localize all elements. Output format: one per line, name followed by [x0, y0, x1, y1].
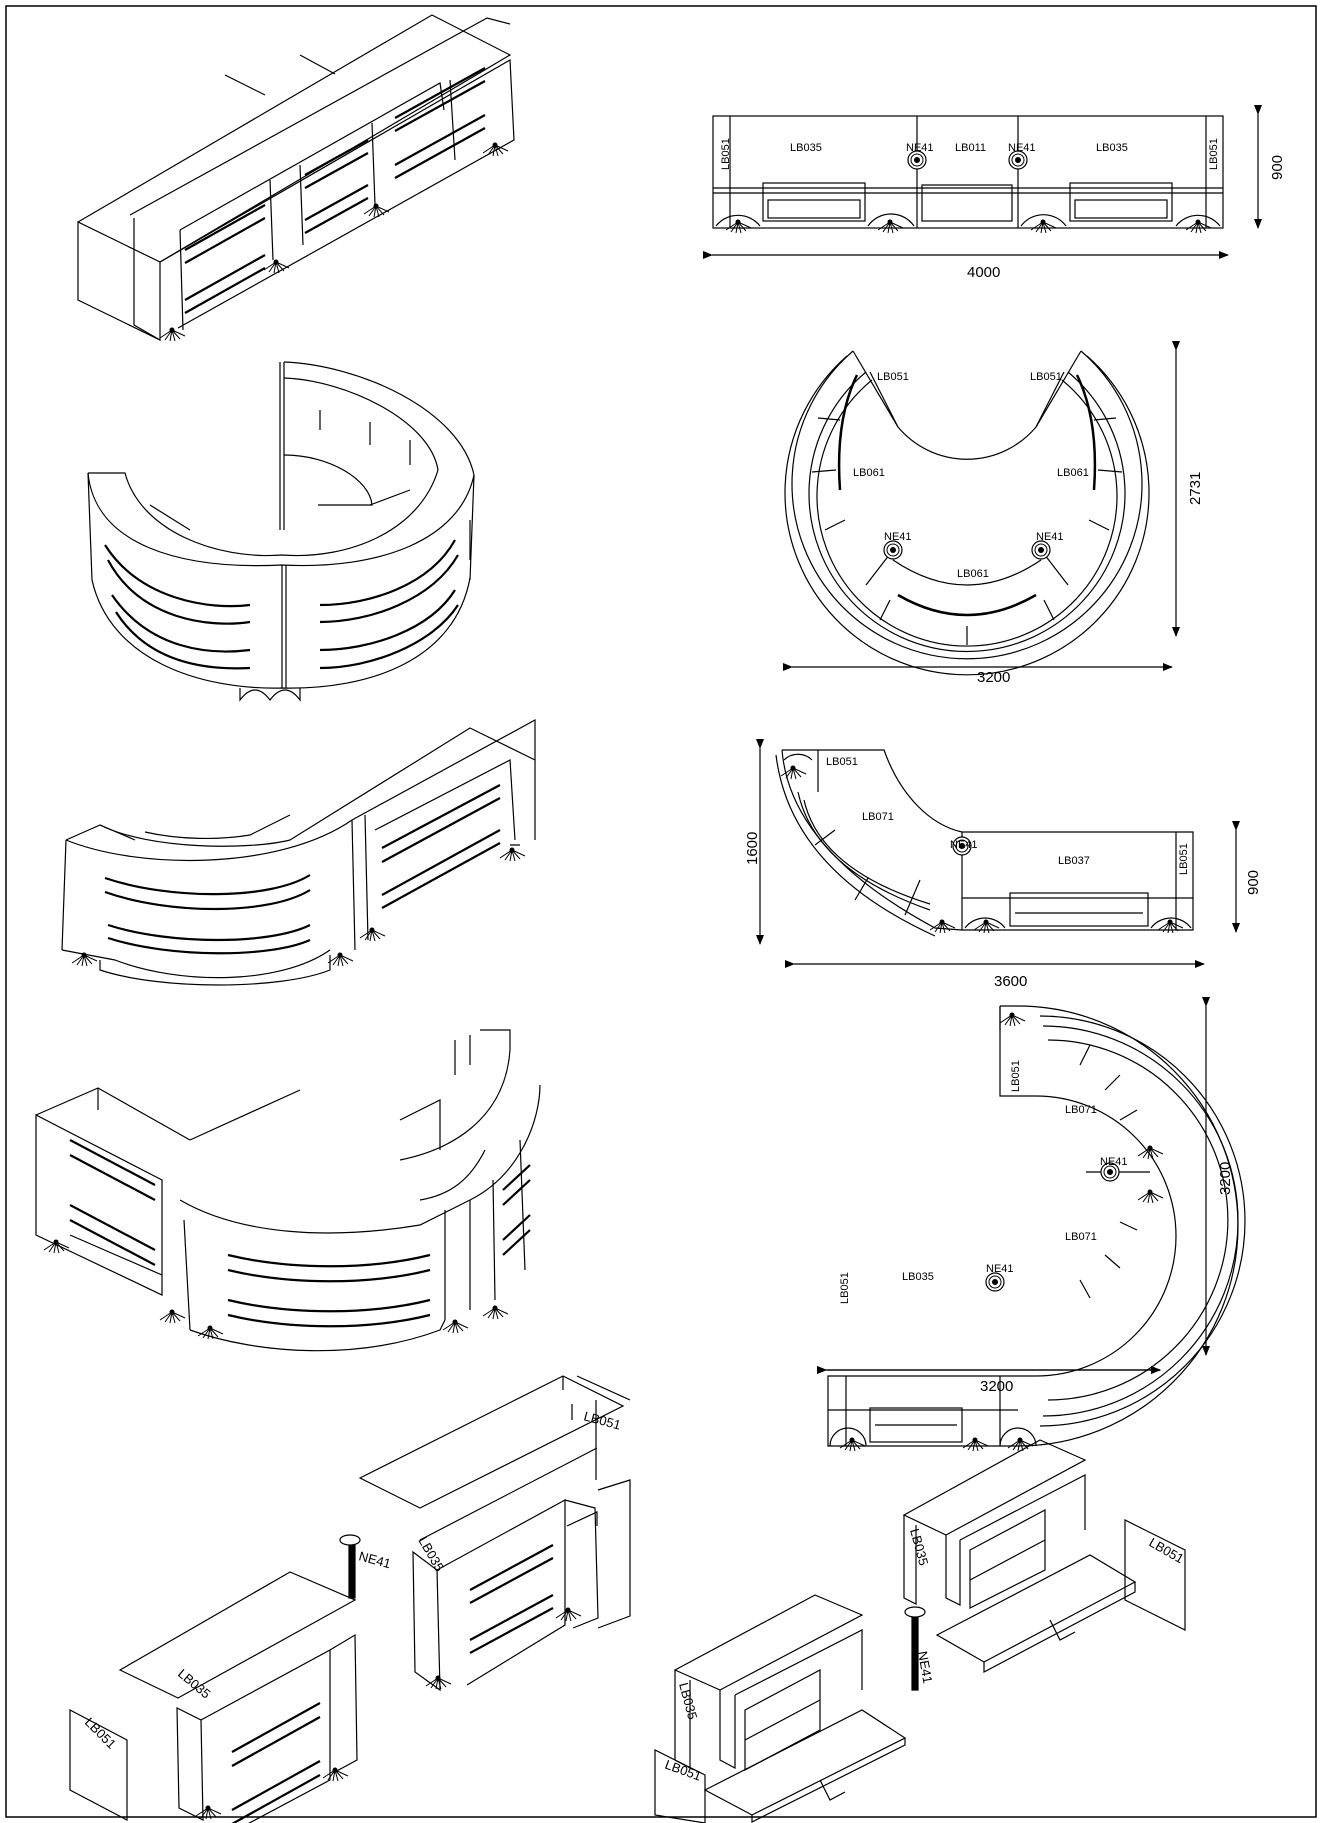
plan-straight — [712, 115, 1224, 229]
plan4-width-label: 3200 — [980, 1378, 1013, 1395]
plan4-label-ne41-right: NE41 — [1100, 1156, 1128, 1168]
plan1-label-lb035-right: LB035 — [1096, 142, 1128, 154]
iso6-label-lb035-lower: LB035 — [676, 1681, 700, 1721]
iso-curve-straight — [61, 718, 536, 986]
plan2-width-label: 3200 — [977, 669, 1010, 686]
plan-l-curve — [827, 1005, 1246, 1447]
plan2-label-ne41-right: NE41 — [1036, 531, 1064, 543]
plan3-height-right-label: 900 — [1245, 870, 1262, 895]
iso6-label-lb035-upper: LB035 — [907, 1527, 931, 1567]
iso5-label-lb035-right: LB035 — [415, 1534, 447, 1574]
iso-straight-counter — [77, 14, 515, 341]
plan4-label-ne41-bottom: NE41 — [986, 1263, 1014, 1275]
plan3-label-lb071: LB071 — [862, 811, 894, 823]
iso6-label-lb051-lower: LB051 — [663, 1757, 703, 1784]
plan2-label-ne41-left: NE41 — [884, 531, 912, 543]
plan2-label-lb051-left: LB051 — [877, 371, 909, 383]
plan1-label-lb051-right: LB051 — [1208, 138, 1220, 170]
plan1-label-lb035-left: LB035 — [790, 142, 822, 154]
plan1-label-ne41-left: NE41 — [906, 142, 934, 154]
plan3-height-left-label: 1600 — [744, 832, 761, 865]
plan2-label-lb051-right: LB051 — [1030, 371, 1062, 383]
plan3-width-label: 3600 — [994, 973, 1027, 990]
plan4-height-label: 3200 — [1217, 1162, 1234, 1195]
iso5-label-lb051-top: LB051 — [582, 1408, 622, 1432]
iso5-label-ne41: NE41 — [357, 1548, 392, 1571]
iso-round-counter — [87, 361, 475, 702]
plan2-label-lb061-left: LB061 — [853, 467, 885, 479]
iso-exploded-straight — [69, 1375, 631, 1823]
plan2-label-lb061-bottom: LB061 — [957, 568, 989, 580]
plan1-width-label: 4000 — [967, 264, 1000, 281]
plan3-label-ne41: NE41 — [950, 839, 978, 851]
plan4-label-lb071-bottom: LB071 — [1065, 1231, 1097, 1243]
plan2-label-lb061-right: LB061 — [1057, 467, 1089, 479]
iso6-label-ne41: NE41 — [915, 1650, 935, 1685]
iso6-label-lb051-right: LB051 — [1147, 1535, 1187, 1567]
plan3-label-lb037: LB037 — [1058, 855, 1090, 867]
plan4-label-lb051-top: LB051 — [1010, 1060, 1022, 1092]
plan1-label-ne41-right: NE41 — [1008, 142, 1036, 154]
plan3-label-lb051-right: LB051 — [1178, 843, 1190, 875]
plan4-label-lb051-left: LB051 — [839, 1272, 851, 1304]
plan-round — [784, 350, 1150, 676]
plan4-label-lb035: LB035 — [902, 1271, 934, 1283]
plan1-label-lb051-left: LB051 — [720, 138, 732, 170]
sheet-border — [5, 5, 1317, 1818]
plan4-label-lb071-top: LB071 — [1065, 1104, 1097, 1116]
plan-curve-straight — [775, 749, 1194, 937]
iso-straight-curve — [35, 1029, 541, 1352]
iso-exploded-desks — [654, 1439, 1186, 1823]
plan1-label-lb011: LB011 — [955, 142, 986, 154]
plan2-height-label: 2731 — [1187, 472, 1204, 505]
plan3-label-lb051-top: LB051 — [826, 756, 858, 768]
plan1-height-label: 900 — [1269, 155, 1286, 180]
